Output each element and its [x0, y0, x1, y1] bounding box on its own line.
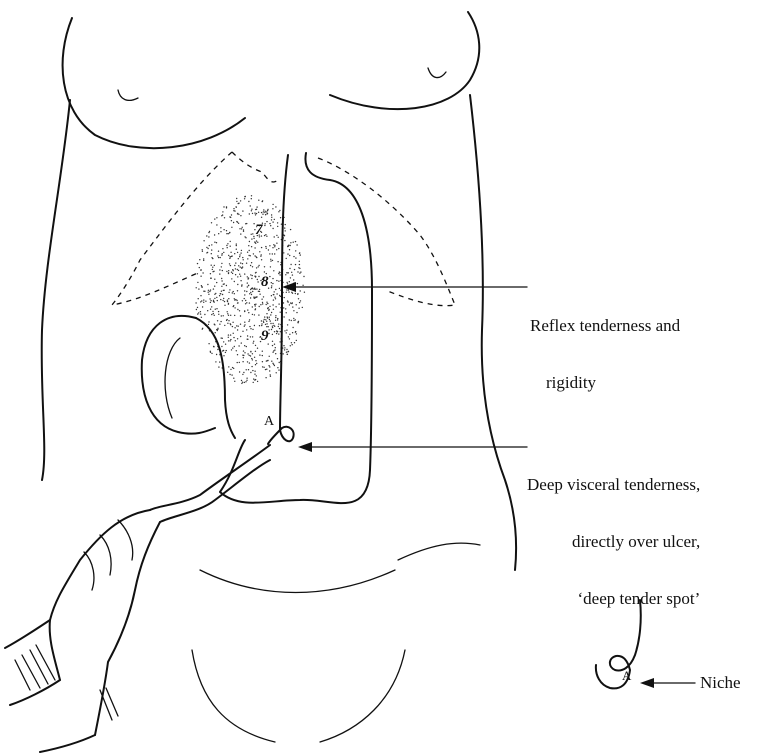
niche-label: Niche	[700, 673, 741, 692]
left-breast-outline	[63, 18, 245, 148]
reflex-annotation-line1: Reflex tenderness and	[530, 316, 680, 335]
groin-line	[398, 543, 480, 560]
deep-annotation-line2: directly over ulcer,	[527, 532, 700, 551]
torso-right-outline	[470, 95, 516, 570]
deep-tenderness-annotation: Deep visceral tenderness, directly over …	[527, 437, 700, 627]
duodenum-inner	[165, 338, 180, 418]
costal-margin-right	[318, 158, 455, 306]
right-nipple	[428, 68, 446, 78]
duodenum-loop	[142, 316, 215, 434]
segment-label-9: 9	[261, 328, 269, 345]
tender-zone-stipple	[195, 195, 305, 384]
right-breast-outline	[330, 12, 479, 109]
iliac-crest-right	[320, 650, 405, 742]
segment-label-8: 8	[261, 274, 269, 291]
left-nipple	[118, 90, 138, 100]
inset-letter-a: A	[622, 666, 631, 685]
xiphoid-notch	[232, 152, 278, 182]
segment-label-7: 7	[255, 222, 263, 239]
reflex-annotation-line2: rigidity	[530, 373, 680, 392]
point-letter-a: A	[264, 412, 274, 431]
pointing-finger	[150, 445, 270, 522]
torso-left-outline	[42, 100, 70, 480]
deep-annotation-line3: ‘deep tender spot’	[527, 589, 700, 608]
iliac-crest-left	[192, 650, 275, 742]
sleeve-hatching	[15, 645, 118, 720]
reflex-arrow	[282, 282, 527, 292]
costal-margin-left	[112, 152, 232, 305]
deep-annotation-line1: Deep visceral tenderness,	[527, 475, 700, 494]
reflex-annotation: Reflex tenderness and rigidity	[530, 278, 680, 411]
pubic-line	[200, 570, 395, 593]
